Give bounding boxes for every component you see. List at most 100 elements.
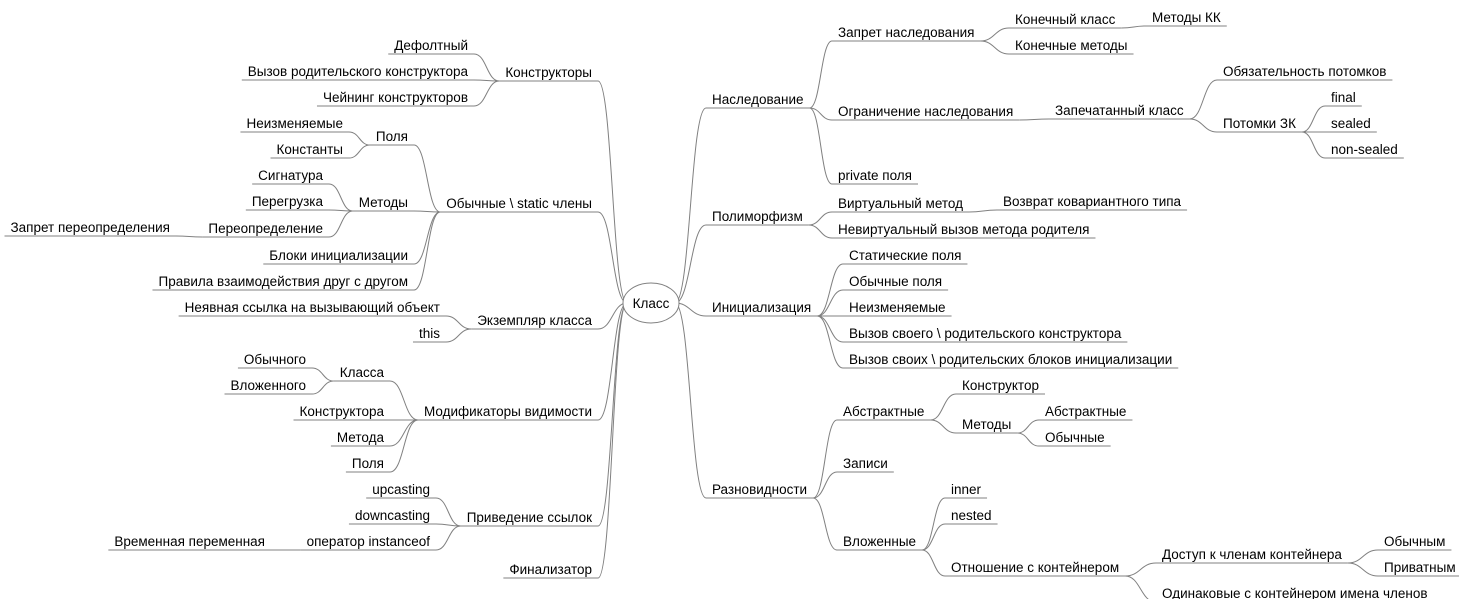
node-вызов-своих-родительских-блоков-инициализации[interactable]: Вызов своих \ родительских блоков инициа… [849, 352, 1172, 367]
node-non-sealed[interactable]: non-sealed [1331, 142, 1398, 157]
node-доступ-к-членам-контейнера[interactable]: Доступ к членам контейнера [1162, 547, 1342, 562]
node-обычные-поля[interactable]: Обычные поля [849, 274, 942, 289]
node-обязательность-потомков[interactable]: Обязательность потомков [1223, 64, 1386, 79]
node-разновидности[interactable]: Разновидности [712, 482, 807, 497]
node-nested[interactable]: nested [951, 508, 992, 523]
node-обычным[interactable]: Обычным [1384, 534, 1445, 549]
connector [1017, 432, 1040, 447]
node-методы[interactable]: Методы [962, 417, 1011, 432]
connector [809, 107, 833, 121]
node-конечный-класс[interactable]: Конечный класс [1015, 12, 1116, 27]
node-финализатор[interactable]: Финализатор [509, 562, 592, 577]
connector [817, 315, 844, 369]
node-оператор-instanceof[interactable]: оператор instanceof [307, 534, 431, 549]
connector [674, 107, 707, 304]
node-final[interactable]: final [1331, 90, 1356, 105]
connector [808, 224, 833, 239]
node-inner[interactable]: inner [951, 482, 982, 497]
connector [809, 107, 833, 185]
node-отношение-с-контейнером[interactable]: Отношение с контейнером [951, 560, 1119, 575]
node-обычного[interactable]: Обычного [244, 352, 306, 367]
connector [1301, 131, 1326, 159]
node-инициализация[interactable]: Инициализация [712, 300, 811, 315]
node-this[interactable]: this [419, 326, 440, 341]
node-записи[interactable]: Записи [843, 456, 888, 471]
node-обычные-static-члены[interactable]: Обычные \ static члены [446, 196, 592, 211]
connector [1125, 575, 1150, 599]
node-вложенные[interactable]: Вложенные [843, 534, 916, 549]
node-вызов-родительского-конструктора[interactable]: Вызов родительского конструктора [248, 64, 469, 79]
node-конечные-методы[interactable]: Конечные методы [1015, 38, 1128, 53]
node-переопределение[interactable]: Переопределение [208, 221, 323, 236]
connector [413, 210, 441, 213]
node-модификаторы-видимости[interactable]: Модификаторы видимости [424, 404, 592, 419]
node-метода[interactable]: Метода [337, 430, 385, 445]
node-поля[interactable]: Поля [352, 456, 384, 471]
connector [348, 131, 370, 146]
node-sealed[interactable]: sealed [1331, 116, 1371, 131]
node-запрет-наследования[interactable]: Запрет наследования [838, 25, 975, 40]
node-чейнинг-конструкторов[interactable]: Чейнинг конструкторов [323, 90, 468, 105]
connector [597, 302, 628, 579]
node-private-поля[interactable]: private поля [838, 168, 912, 183]
connector [473, 53, 500, 82]
node-обычные[interactable]: Обычные [1045, 430, 1105, 445]
node-дефолтный[interactable]: Дефолтный [394, 38, 468, 53]
node-абстрактные[interactable]: Абстрактные [843, 404, 924, 419]
node-сигнатура[interactable]: Сигнатура [258, 168, 323, 183]
root-node[interactable]: Класс [622, 282, 680, 324]
connector [808, 211, 833, 226]
node-блоки-инициализации[interactable]: Блоки инициализации [269, 248, 408, 263]
connector [1347, 562, 1379, 577]
node-одинаковые-с-контейнером-имена-членов[interactable]: Одинаковые с контейнером имена членов [1162, 586, 1428, 599]
node-downcasting[interactable]: downcasting [355, 508, 430, 523]
node-методы-кк[interactable]: Методы КК [1152, 10, 1221, 25]
node-временная-переменная[interactable]: Временная переменная [114, 534, 265, 549]
node-неизменяемые[interactable]: Неизменяемые [246, 116, 343, 131]
connector [980, 27, 1010, 42]
node-ограничение-наследования[interactable]: Ограничение наследования [838, 104, 1013, 119]
node-полиморфизм[interactable]: Полиморфизм [712, 209, 803, 224]
node-неявная-ссылка-на-вызывающий-объект[interactable]: Неявная ссылка на вызывающий объект [185, 300, 440, 315]
connector [921, 549, 946, 577]
node-конструктора[interactable]: Конструктора [300, 404, 385, 419]
node-потомки-зк[interactable]: Потомки ЗК [1223, 116, 1296, 131]
node-неизменяемые[interactable]: Неизменяемые [849, 300, 946, 315]
node-запечатанный-класс[interactable]: Запечатанный класс [1055, 103, 1184, 118]
node-запрет-переопределения[interactable]: Запрет переопределения [11, 220, 170, 235]
node-перегрузка[interactable]: Перегрузка [252, 194, 324, 209]
node-приведение-ссылок[interactable]: Приведение ссылок [467, 510, 592, 525]
node-конструктор[interactable]: Конструктор [962, 378, 1039, 393]
connector [1189, 118, 1218, 133]
node-экземпляр-класса[interactable]: Экземпляр класса [477, 313, 592, 328]
connector [311, 367, 334, 382]
node-приватным[interactable]: Приватным [1384, 560, 1456, 575]
node-конструкторы[interactable]: Конструкторы [505, 65, 592, 80]
node-константы[interactable]: Константы [277, 142, 343, 157]
node-статические-поля[interactable]: Статические поля [849, 248, 961, 263]
node-правила-взаимодействия-друг-с-другом[interactable]: Правила взаимодействия друг с другом [158, 274, 408, 289]
connector [812, 497, 838, 551]
connector [413, 144, 441, 213]
node-абстрактные[interactable]: Абстрактные [1045, 404, 1126, 419]
node-поля[interactable]: Поля [376, 129, 408, 144]
node-upcasting[interactable]: upcasting [372, 482, 430, 497]
connector [597, 80, 628, 304]
connector [413, 211, 441, 265]
node-класса[interactable]: Класса [340, 365, 385, 380]
node-методы[interactable]: Методы [359, 195, 408, 210]
node-наследование[interactable]: Наследование [712, 92, 804, 107]
connector [389, 419, 419, 447]
connector [435, 497, 461, 527]
connector [311, 380, 334, 395]
node-возврат-ковариантного-типа[interactable]: Возврат ковариантного типа [1003, 194, 1182, 209]
node-невиртуальный-вызов-метода-родителя[interactable]: Невиртуальный вызов метода родителя [838, 222, 1089, 237]
node-виртуальный-метод[interactable]: Виртуальный метод [838, 196, 963, 211]
node-вызов-своего-родительского-конструктора[interactable]: Вызов своего \ родительского конструктор… [849, 326, 1122, 341]
node-вложенного[interactable]: Вложенного [231, 378, 306, 393]
connector [921, 523, 946, 551]
connector [1189, 79, 1218, 120]
